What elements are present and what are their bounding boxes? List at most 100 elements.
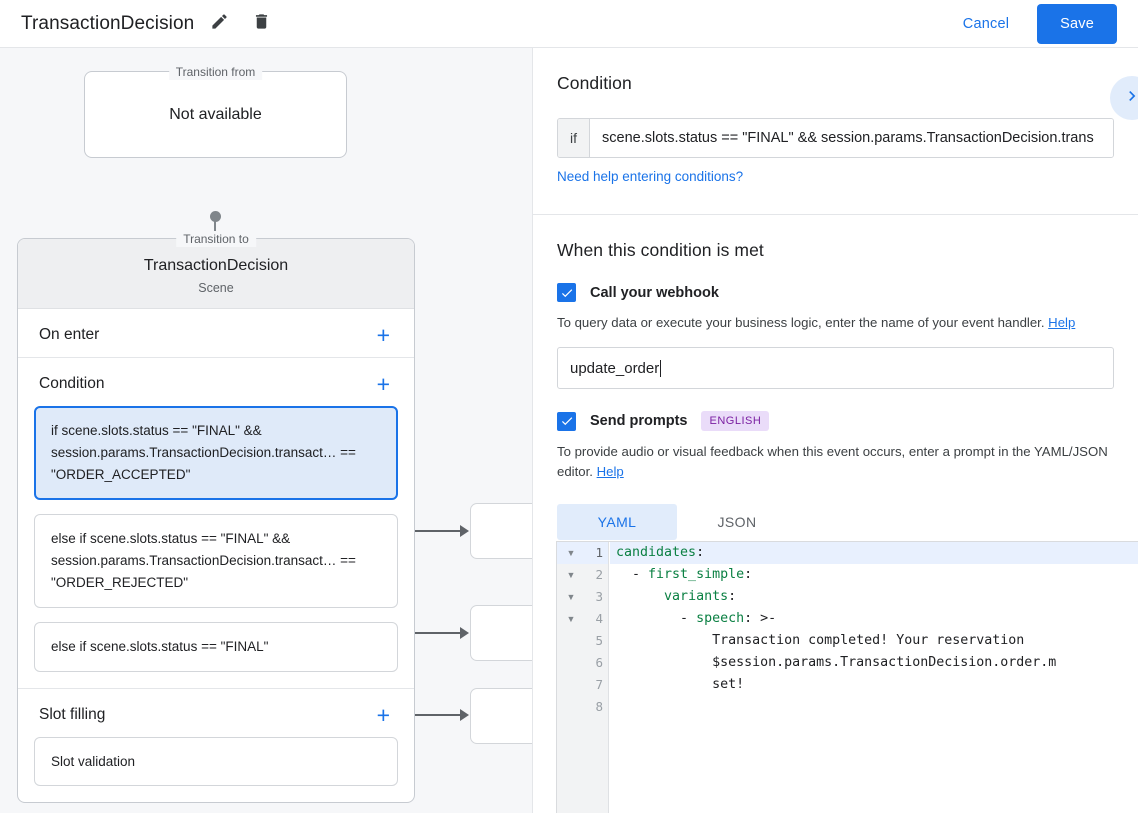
condition-3-arrow-line <box>400 714 462 716</box>
tab-json[interactable]: JSON <box>717 514 757 530</box>
scene-header[interactable]: TransactionDecision Scene <box>18 239 414 309</box>
prompts-checkbox-label: Send prompts <box>590 413 688 429</box>
code-line[interactable] <box>610 696 1138 718</box>
line-number: 8 <box>595 699 603 714</box>
section-condition: Condition + if scene.slots.status == "FI… <box>18 358 414 689</box>
transition-from-value: Not available <box>169 105 262 123</box>
top-bar: TransactionDecision Cancel Save <box>0 0 1138 48</box>
condition-1-arrow-line <box>400 530 462 532</box>
code-line[interactable]: $session.params.TransactionDecision.orde… <box>616 655 1057 670</box>
section-slot-filling: Slot filling + Slot validation <box>18 689 414 802</box>
fold-spacer <box>557 630 585 652</box>
slot-validation-item[interactable]: Slot validation <box>34 737 398 786</box>
condition-if-label: if <box>558 119 590 157</box>
code-line[interactable]: candidates: <box>610 542 1138 564</box>
slot-filling-list: Slot validation <box>18 737 414 802</box>
section-title-condition: Condition <box>39 375 105 392</box>
scene-name: TransactionDecision <box>143 257 289 274</box>
target-node-1[interactable] <box>470 503 532 559</box>
flow-canvas-inner: Transition from Not available T <box>0 48 532 813</box>
condition-item-3[interactable]: else if scene.slots.status == "FINAL" <box>34 622 398 672</box>
line-number: 4 <box>595 611 603 626</box>
line-number: 3 <box>595 589 603 604</box>
transition-from-card[interactable]: Transition from Not available <box>84 64 347 158</box>
section-header-on-enter: On enter + <box>18 309 414 357</box>
add-condition-icon[interactable]: + <box>376 371 390 397</box>
edit-name-button[interactable] <box>202 7 236 41</box>
prompts-help-link[interactable]: Help <box>596 464 624 479</box>
fold-spacer <box>557 674 585 696</box>
condition-list: if scene.slots.status == "FINAL" && sess… <box>18 406 414 688</box>
chevron-right-icon <box>1122 86 1138 111</box>
line-number: 2 <box>595 567 603 582</box>
delete-button[interactable] <box>244 7 278 41</box>
condition-item-1[interactable]: if scene.slots.status == "FINAL" && sess… <box>34 406 398 500</box>
line-number: 5 <box>595 633 603 648</box>
language-badge: ENGLISH <box>701 411 770 431</box>
code-line[interactable]: Transaction completed! Your reservation <box>616 633 1025 648</box>
section-on-enter: On enter + <box>18 309 414 358</box>
editor-fold-gutter[interactable]: ▼ ▼ ▼ ▼ <box>557 542 585 813</box>
condition-2-arrow-head <box>460 627 469 639</box>
line-number: 7 <box>595 677 603 692</box>
fold-toggle-icon[interactable]: ▼ <box>566 592 576 602</box>
text-caret <box>660 359 662 377</box>
condition-section: Condition if scene.slots.status == "FINA… <box>533 48 1138 186</box>
fold-spacer <box>557 652 585 674</box>
check-icon <box>561 417 572 426</box>
pencil-icon <box>210 12 229 36</box>
prompts-description-text: To provide audio or visual feedback when… <box>557 444 1108 479</box>
fold-toggle-icon[interactable]: ▼ <box>566 570 576 580</box>
code-line[interactable]: - speech: >- <box>616 611 777 626</box>
page-title: TransactionDecision <box>21 12 195 34</box>
check-icon <box>561 288 572 297</box>
when-condition-met-section: When this condition is met Call your web… <box>533 215 1138 540</box>
cancel-button[interactable]: Cancel <box>949 7 1023 41</box>
editor-format-tabs: YAML JSON <box>557 504 1114 540</box>
tab-yaml[interactable]: YAML <box>557 504 677 540</box>
fold-toggle-icon[interactable]: ▼ <box>557 542 585 564</box>
flow-canvas[interactable]: Transition from Not available T <box>0 48 532 813</box>
save-button[interactable]: Save <box>1037 3 1117 44</box>
section-header-slot-filling: Slot filling + <box>18 689 414 737</box>
trash-icon <box>252 12 271 36</box>
section-header-condition: Condition + <box>18 358 414 406</box>
code-line[interactable]: variants: <box>664 589 737 604</box>
add-slot-filling-icon[interactable]: + <box>376 702 390 728</box>
webhook-handler-value: update_order <box>570 359 660 377</box>
code-line[interactable]: - first_simple: <box>616 567 753 582</box>
panel-heading-condition: Condition <box>557 73 632 93</box>
webhook-checkbox-label: Call your webhook <box>590 284 719 301</box>
transition-from-legend: Transition from <box>168 64 263 80</box>
webhook-description: To query data or execute your business l… <box>557 313 1114 333</box>
panel-divider <box>533 214 1138 215</box>
target-node-2[interactable] <box>470 605 532 661</box>
condition-3-arrow-head <box>460 709 469 721</box>
webhook-checkbox-row[interactable]: Call your webhook <box>557 283 1114 302</box>
line-number: 6 <box>595 655 603 670</box>
webhook-checkbox[interactable] <box>557 283 576 302</box>
prompts-checkbox[interactable] <box>557 411 576 431</box>
condition-input[interactable]: scene.slots.status == "FINAL" && session… <box>590 119 1113 157</box>
condition-input-row[interactable]: if scene.slots.status == "FINAL" && sess… <box>557 118 1114 158</box>
need-help-conditions-link[interactable]: Need help entering conditions? <box>557 169 744 184</box>
transition-to-legend: Transition to <box>176 231 256 247</box>
section-title-slot-filling: Slot filling <box>39 706 106 723</box>
target-node-3[interactable] <box>470 688 532 744</box>
editor-code-area[interactable]: candidates: - first_simple: variants: - … <box>610 542 1138 813</box>
webhook-handler-input[interactable]: update_order <box>557 347 1114 389</box>
prompts-checkbox-row[interactable]: Send prompts ENGLISH <box>557 411 1114 431</box>
expand-panel-button[interactable] <box>1110 76 1138 120</box>
fold-spacer <box>557 696 585 718</box>
add-on-enter-icon[interactable]: + <box>376 322 390 348</box>
fold-toggle-icon[interactable]: ▼ <box>566 614 576 624</box>
condition-item-2[interactable]: else if scene.slots.status == "FINAL" &&… <box>34 514 398 608</box>
scene-type: Scene <box>198 281 234 295</box>
webhook-description-text: To query data or execute your business l… <box>557 315 1045 330</box>
webhook-help-link[interactable]: Help <box>1048 315 1076 330</box>
condition-2-arrow-line <box>400 632 462 634</box>
code-line[interactable]: set! <box>616 677 745 692</box>
